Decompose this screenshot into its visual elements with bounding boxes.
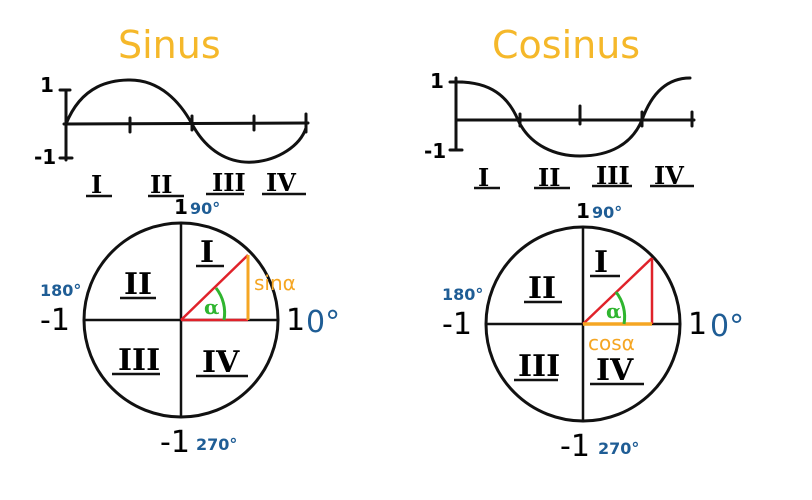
cosine-graph-quadrant-underlines (474, 184, 694, 190)
cosine-circle-right-deg: 0° (710, 309, 744, 344)
cosine-circle-top-deg: 90° (592, 203, 622, 222)
cosine-circle-bottom-label: -1 (560, 429, 590, 464)
sine-curve (64, 78, 308, 164)
sine-graph-quadrant-4: IV (266, 168, 296, 197)
cosine-angle-label: α (606, 299, 621, 323)
sine-title: Sinus (118, 23, 221, 67)
cosine-radius (582, 257, 653, 325)
sine-circle-right-label: 1 (286, 303, 305, 338)
sine-value-label: sinα (254, 271, 296, 295)
sine-unit-circle: α sinα I II III IV 1 90° 180° -1 1 0° -1… (40, 195, 340, 460)
cosine-circle-top-label: 1 (576, 199, 590, 223)
cosine-y-max-label: 1 (430, 69, 444, 93)
cosine-graph-quadrant-1: I (478, 163, 489, 192)
cosine-circle-quadrant-4: IV (596, 353, 634, 388)
sine-circle-left-label: -1 (40, 303, 70, 338)
sine-panel: Sinus 1 -1 I II III IV (34, 23, 340, 460)
sine-graph-quadrant-1: I (91, 170, 102, 199)
sine-y-max-label: 1 (40, 73, 54, 97)
sine-graph-quadrant-3: III (212, 168, 246, 197)
cosine-circle-left-label: -1 (442, 307, 472, 342)
sine-circle-quadrant-1: I (200, 235, 214, 270)
cosine-graph (448, 76, 696, 158)
cosine-graph-quadrant-labels: I II III IV (478, 161, 684, 192)
sine-circle-left-deg: 180° (40, 281, 81, 300)
sine-x-axis (62, 121, 310, 126)
sine-circle-quadrant-4: IV (202, 345, 240, 380)
sine-radius (180, 254, 249, 321)
sine-circle-top-deg: 90° (190, 199, 220, 218)
sine-graph (58, 78, 310, 164)
cosine-title: Cosinus (492, 23, 640, 67)
cosine-y-min-label: -1 (424, 139, 446, 163)
cosine-circle-quadrant-1: I (594, 245, 608, 280)
sine-circle-quadrant-underlines (112, 264, 248, 378)
cosine-circle-quadrant-underlines (514, 274, 644, 386)
sine-circle-right-deg: 0° (306, 305, 340, 340)
cosine-circle-quadrant-2: II (528, 271, 556, 306)
sine-y-min-label: -1 (34, 145, 56, 169)
cosine-graph-quadrant-2: II (538, 163, 560, 192)
sine-circle-quadrant-2: II (124, 267, 152, 302)
cosine-circle-quadrant-3: III (518, 349, 560, 384)
sine-circle-bottom-label: -1 (160, 425, 190, 460)
sine-graph-quadrant-labels: I II III IV (91, 168, 296, 199)
sine-graph-quadrant-underlines (86, 192, 306, 198)
sine-circle-top-label: 1 (174, 195, 188, 219)
cosine-circle-right-label: 1 (688, 307, 707, 342)
cosine-curve (456, 76, 692, 158)
sine-circle-bottom-deg: 270° (196, 435, 237, 454)
cosine-panel: Cosinus 1 -1 I II III IV (424, 23, 744, 464)
cosine-value-label: cosα (588, 331, 635, 355)
sine-angle-arc (214, 287, 227, 321)
cosine-angle-arc (614, 291, 627, 325)
sine-circle-quadrant-3: III (118, 343, 160, 378)
sine-graph-quadrant-2: II (150, 170, 172, 199)
cosine-unit-circle: α cosα I II III IV 1 90° 180° -1 1 0° -1… (442, 199, 744, 464)
cosine-circle-left-deg: 180° (442, 285, 483, 304)
sine-angle-label: α (204, 295, 219, 319)
cosine-circle-bottom-deg: 270° (598, 439, 639, 458)
